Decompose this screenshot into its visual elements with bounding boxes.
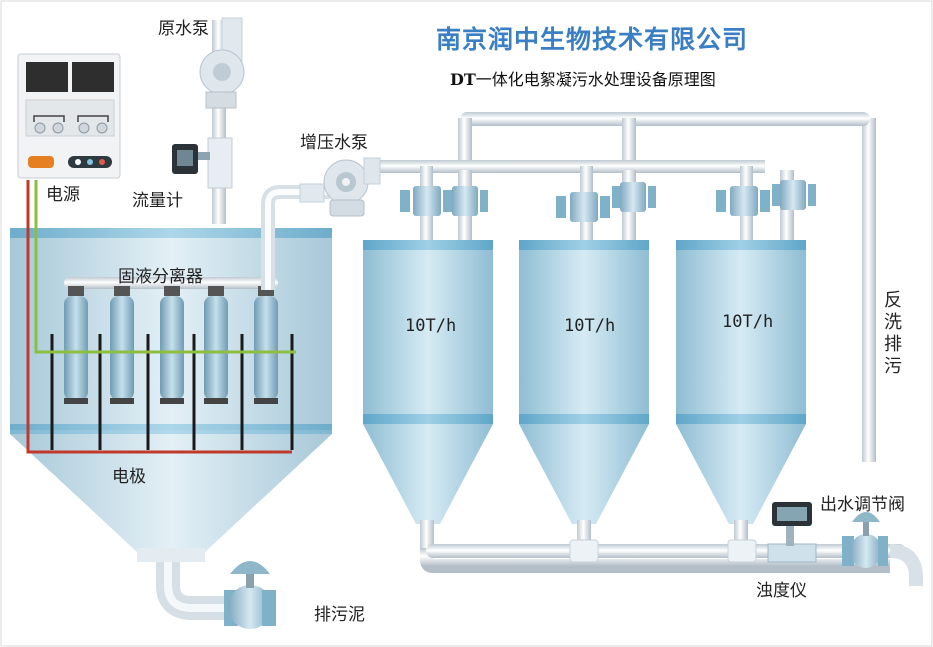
tank-2-rate: 10T/h [564, 316, 616, 336]
red-wire [26, 180, 292, 454]
flowmeter-icon [172, 137, 233, 189]
turbidimeter [767, 502, 817, 563]
raw-water-pump-icon [199, 17, 245, 109]
top-header-pipe [460, 112, 870, 126]
separator-cylinders [64, 286, 278, 404]
feed-header-pipe [365, 160, 765, 173]
outlet-valve-label: 出水调节阀 [820, 495, 905, 515]
filter-tank-3 [676, 240, 806, 524]
backwash-pipe [862, 118, 876, 462]
green-wire [34, 180, 296, 354]
sludge-valve-icon [224, 561, 276, 629]
tank-valves [400, 180, 816, 222]
title-prefix: DT [450, 70, 476, 89]
tank-3-rate: 10T/h [722, 312, 774, 332]
booster-pump-label: 增压水泵 [300, 133, 368, 153]
sludge-label: 排污泥 [314, 605, 365, 625]
power-supply [17, 53, 121, 179]
turbidimeter-label: 浊度仪 [756, 581, 807, 601]
filter-tank-1 [363, 240, 493, 524]
title-text: 一体化电絮凝污水处理设备原理图 [475, 70, 716, 89]
power-label: 电源 [46, 185, 80, 205]
separator-label: 固液分离器 [118, 267, 203, 287]
outlet-pipe [420, 548, 890, 573]
backwash-label: 反洗排污 [884, 290, 902, 377]
filter-tank-2 [519, 240, 649, 524]
company-name: 南京润中生物技术有限公司 [436, 25, 749, 54]
electrode-label: 电极 [112, 467, 146, 487]
raw-pump-label: 原水泵 [158, 19, 209, 39]
tank-1-rate: 10T/h [405, 316, 457, 336]
flowmeter-label: 流量计 [132, 191, 183, 211]
diagram-title: DT一体化电絮凝污水处理设备原理图 [450, 66, 716, 90]
booster-pump-icon [299, 157, 381, 217]
outlet-valve-icon [842, 512, 888, 568]
